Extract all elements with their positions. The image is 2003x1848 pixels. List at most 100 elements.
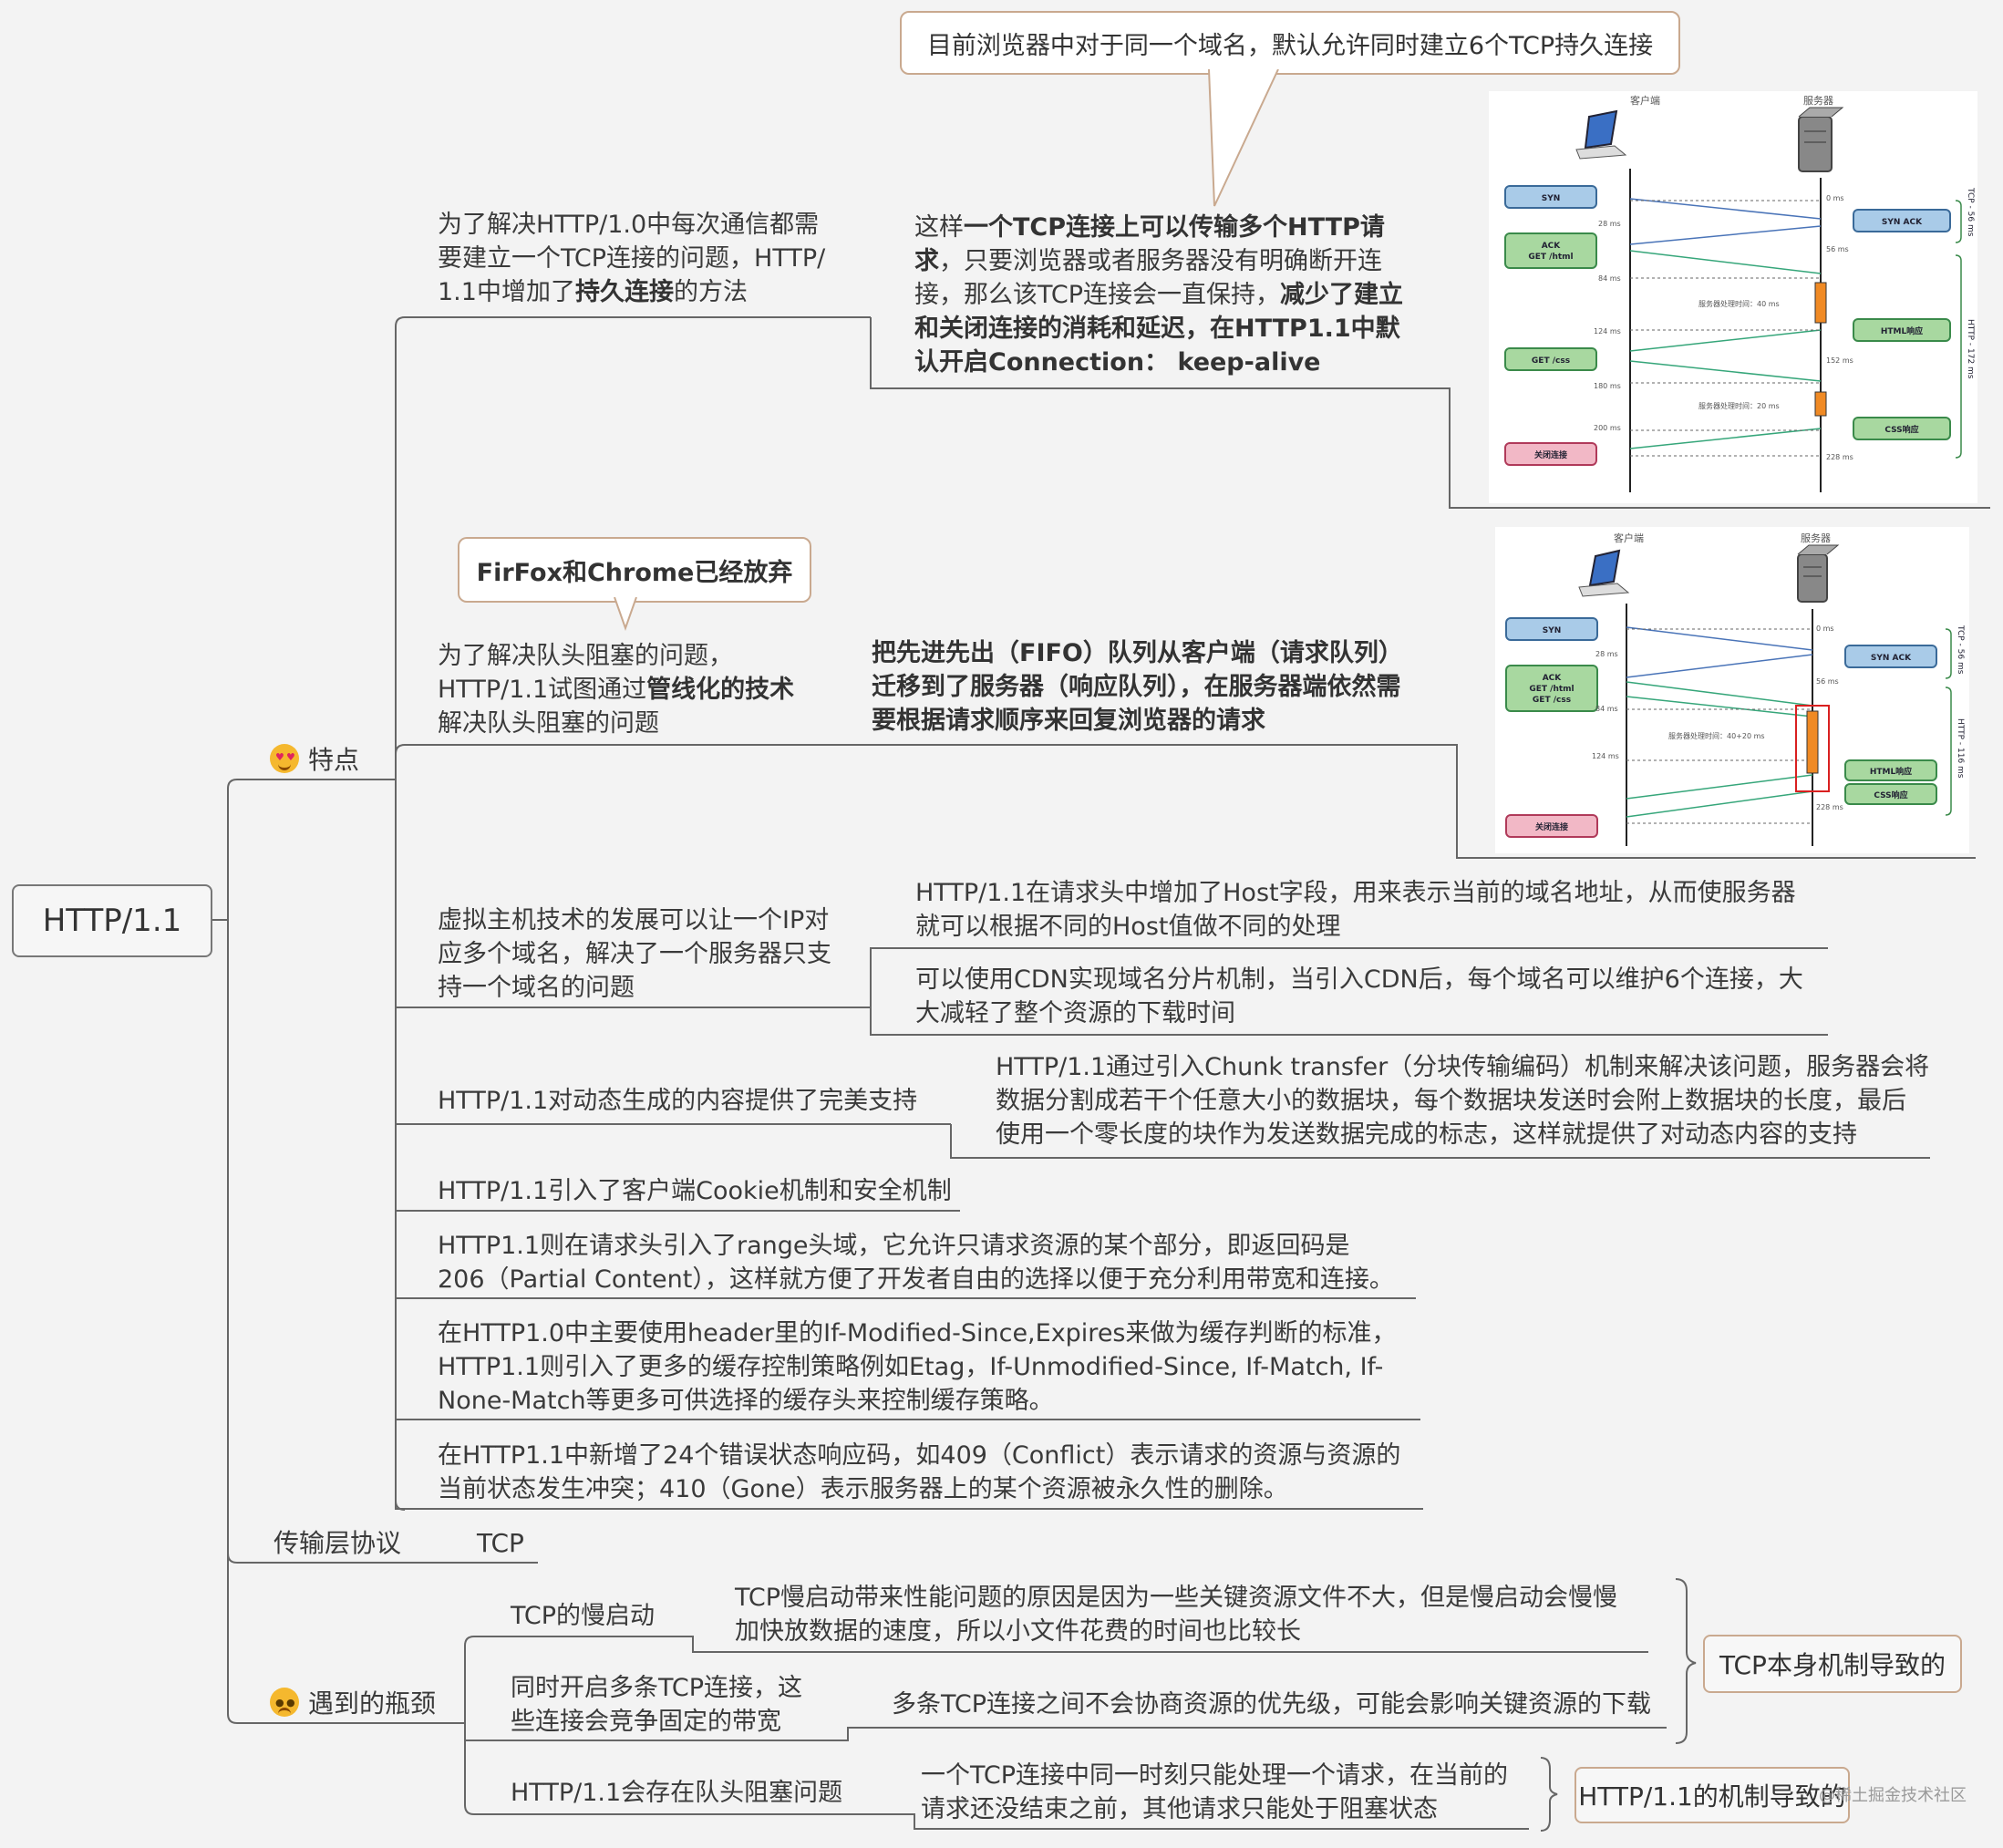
pipelining-diagram-svg: 客户端 服务器 SYN SYN ACK ACK GET /html GET /c… bbox=[1505, 532, 1965, 846]
d2-synack: SYN ACK bbox=[1871, 654, 1912, 663]
callout-six-connections: 目前浏览器中对于同一个域名，默认允许同时建立6个TCP持久连接 bbox=[900, 11, 1680, 75]
d2-server-label: 服务器 bbox=[1801, 532, 1831, 544]
hol-blocking-detail: 一个TCP连接中同一时刻只能处理一个请求，在当前的 请求还没结束之前，其他请求只… bbox=[921, 1759, 1508, 1826]
d2-tcp: TCP - 56 ms bbox=[1956, 625, 1965, 675]
slow-start-label: TCP的慢启动 bbox=[511, 1602, 656, 1630]
transport-node[interactable]: 传输层协议 bbox=[274, 1526, 401, 1560]
d2-proc: 服务器处理时间：40+20 ms bbox=[1668, 731, 1765, 740]
callout-browsers-abandoned: FirFox和Chrome已经放弃 bbox=[458, 537, 811, 603]
d1-tr-2: 152 ms bbox=[1826, 356, 1853, 365]
virtual-host-node[interactable]: 虚拟主机技术的发展可以让一个IP对 应多个域名，解决了一个服务器只支 持一个域名… bbox=[438, 903, 831, 1005]
persistent-detail-line-2: 求，只要浏览器或者服务器没有明确断开连 bbox=[914, 244, 1403, 278]
cookie-node[interactable]: HTTP/1.1引入了客户端Cookie机制和安全机制 bbox=[438, 1174, 952, 1208]
status-line-2: 当前状态发生冲突；410（Gone）表示服务器上的某个资源被永久性的删除。 bbox=[438, 1475, 1288, 1503]
persistent-line-1: 为了解决HTTP/1.0中每次通信都需 bbox=[438, 211, 820, 239]
slow-start-line-1: TCP慢启动带来性能问题的原因是因为一些关键资源文件不大，但是慢启动会慢慢 bbox=[735, 1584, 1618, 1612]
tag-http-mechanism-text: HTTP/1.1的机制导致的 bbox=[1578, 1781, 1846, 1812]
d1-ack: ACK bbox=[1542, 242, 1562, 251]
persistent-diagram-svg: 客户端 服务器 SYN SYN ACK ACK GET /html HTML响应 bbox=[1504, 94, 1975, 492]
features-label: 特点 bbox=[308, 745, 360, 775]
bottleneck-node[interactable]: ●●遇到的瓶颈 bbox=[270, 1687, 436, 1720]
d1-tl-0: 28 ms bbox=[1598, 220, 1621, 228]
persistent-detail-line-1: 这样一个TCP连接上可以传输多个HTTP请 bbox=[914, 211, 1403, 244]
vhost-line-2: 应多个域名，解决了一个服务器只支 bbox=[438, 940, 831, 968]
range-node[interactable]: HTTP1.1则在请求头引入了range头域，它允许只请求资源的某个部分，即返回… bbox=[438, 1229, 1394, 1296]
dynamic-content-node[interactable]: HTTP/1.1对动态生成的内容提供了完美支持 bbox=[438, 1084, 917, 1118]
pipeline-line-1: 为了解决队头阻塞的问题， bbox=[438, 642, 733, 670]
d1-tl-3: 180 ms bbox=[1594, 382, 1621, 390]
persistent-line-3: 1.1中增加了持久连接的方法 bbox=[438, 275, 825, 309]
persistent-detail-line-5: 认开启Connection： keep-alive bbox=[914, 346, 1403, 379]
cdn-detail: 可以使用CDN实现域名分片机制，当引入CDN后，每个域名可以维护6个连接，大 大… bbox=[915, 963, 1803, 1030]
range-line-2: 206（Partial Content），这样就方便了开发者自由的选择以便于充分… bbox=[438, 1265, 1394, 1294]
d2-tr-2: 228 ms bbox=[1816, 803, 1843, 811]
cache-node[interactable]: 在HTTP1.0中主要使用header里的If-Modified-Since,E… bbox=[438, 1316, 1397, 1418]
multi-conn-line-1: 同时开启多条TCP连接，这 bbox=[511, 1674, 803, 1702]
d1-close: 关闭连接 bbox=[1534, 449, 1567, 460]
persistent-detail-line-3: 接，那么该TCP连接会一直保持，减少了建立 bbox=[914, 278, 1403, 312]
persistent-detail-2a: 求 bbox=[914, 247, 939, 275]
persistent-detail-1b: 一个TCP连接上可以传输多个HTTP请 bbox=[964, 213, 1385, 242]
pipeline-detail-3: 要根据请求顺序来回复浏览器的请求 bbox=[872, 707, 1265, 735]
d2-gethtml: GET /html bbox=[1529, 685, 1574, 694]
heart-eyes-emoji-icon: ♥♥ bbox=[270, 744, 299, 773]
d1-getcss: GET /css bbox=[1532, 356, 1570, 366]
status-codes-node[interactable]: 在HTTP1.1中新增了24个错误状态响应码，如409（Conflict）表示请… bbox=[438, 1439, 1400, 1506]
d1-css: CSS响应 bbox=[1884, 424, 1918, 435]
persistent-connection-diagram: 客户端 服务器 SYN SYN ACK ACK GET /html HTML响应 bbox=[1489, 91, 1977, 503]
hol-line-1: 一个TCP连接中同一时刻只能处理一个请求，在当前的 bbox=[921, 1761, 1509, 1790]
callout-pointer bbox=[1208, 69, 1279, 207]
chunk-transfer-detail: HTTP/1.1通过引入Chunk transfer（分块传输编码）机制来解决该… bbox=[996, 1050, 1929, 1151]
cookie-label: HTTP/1.1引入了客户端Cookie机制和安全机制 bbox=[438, 1177, 952, 1205]
transport-value-text: TCP bbox=[477, 1528, 524, 1558]
cdn-line-2: 大减轻了整个资源的下载时间 bbox=[915, 999, 1235, 1027]
multi-connection-node[interactable]: 同时开启多条TCP连接，这 些连接会竞争固定的带宽 bbox=[511, 1671, 802, 1739]
persistent-line-2: 要建立一个TCP连接的问题，HTTP/ bbox=[438, 244, 826, 273]
server-icon-2 bbox=[1797, 544, 1840, 603]
pipeline-line-2a: HTTP/1.1试图通过 bbox=[438, 676, 647, 704]
callout-six-connections-text: 目前浏览器中对于同一个域名，默认允许同时建立6个TCP持久连接 bbox=[926, 31, 1654, 60]
d1-html: HTML响应 bbox=[1881, 325, 1923, 336]
persistent-detail-4: 和关闭连接的消耗和延迟，在HTTP1.1中默 bbox=[914, 315, 1400, 343]
d2-html: HTML响应 bbox=[1870, 766, 1912, 777]
hol-blocking-node[interactable]: HTTP/1.1会存在队头阻塞问题 bbox=[511, 1776, 842, 1810]
slow-start-line-2: 加快放数据的速度，所以小文件花费的时间也比较长 bbox=[735, 1617, 1301, 1646]
watermark-text: @稀土掘金技术社区 bbox=[1819, 1786, 1967, 1805]
pipeline-line-2: HTTP/1.1试图通过管线化的技术 bbox=[438, 673, 794, 707]
vhost-line-3: 持一个域名的问题 bbox=[438, 974, 635, 1002]
pipeline-detail: 把先进先出（FIFO）队列从客户端（请求队列） 迁移到了服务器（响应队列），在服… bbox=[872, 636, 1403, 738]
hol-line-2: 请求还没结束之前，其他请求只能处于阻塞状态 bbox=[921, 1795, 1438, 1823]
d2-http: HTTP - 116 ms bbox=[1956, 718, 1965, 779]
persistent-detail: 这样一个TCP连接上可以传输多个HTTP请 求，只要浏览器或者服务器没有明确断开… bbox=[914, 211, 1403, 379]
features-node[interactable]: ♥♥ 特点 bbox=[270, 743, 359, 777]
d2-client-label: 客户端 bbox=[1614, 532, 1644, 544]
sad-face-emoji-icon: ●● bbox=[270, 1688, 299, 1717]
chunk-line-2: 数据分割成若干个任意大小的数据块，每个数据块发送时会附上数据块的长度，最后 bbox=[996, 1087, 1906, 1115]
pipeline-node[interactable]: 为了解决队头阻塞的问题， HTTP/1.1试图通过管线化的技术 解决队头阻塞的问… bbox=[438, 639, 794, 740]
d1-client-label: 客户端 bbox=[1630, 94, 1660, 107]
tag-tcp-mechanism[interactable]: TCP本身机制导致的 bbox=[1703, 1635, 1962, 1693]
d1-tr-1: 56 ms bbox=[1826, 245, 1849, 253]
pipeline-detail-1: 把先进先出（FIFO）队列从客户端（请求队列） bbox=[872, 639, 1403, 667]
server-icon bbox=[1798, 107, 1844, 172]
d1-tl-1: 84 ms bbox=[1598, 274, 1621, 283]
persistent-detail-5: 认开启Connection： keep-alive bbox=[914, 348, 1321, 377]
persistent-detail-1a: 这样 bbox=[914, 213, 964, 242]
d1-synack: SYN ACK bbox=[1882, 218, 1923, 227]
chunk-line-1: HTTP/1.1通过引入Chunk transfer（分块传输编码）机制来解决该… bbox=[996, 1053, 1930, 1081]
persistent-connection-node[interactable]: 为了解决HTTP/1.0中每次通信都需 要建立一个TCP连接的问题，HTTP/ … bbox=[438, 208, 825, 309]
range-line-1: HTTP1.1则在请求头引入了range头域，它允许只请求资源的某个部分，即返回… bbox=[438, 1232, 1350, 1260]
transport-value[interactable]: TCP bbox=[477, 1526, 524, 1560]
tag-tcp-mechanism-text: TCP本身机制导致的 bbox=[1719, 1650, 1946, 1680]
d1-tcp: TCP - 56 ms bbox=[1966, 187, 1975, 237]
d1-tl-2: 124 ms bbox=[1594, 327, 1621, 336]
tag-http-mechanism[interactable]: HTTP/1.1的机制导致的 bbox=[1575, 1767, 1850, 1823]
d1-tr-0: 0 ms bbox=[1826, 194, 1844, 202]
root-node[interactable]: HTTP/1.1 bbox=[12, 884, 212, 957]
persistent-line-3a: 1.1中增加了 bbox=[438, 278, 575, 306]
dynamic-content-label: HTTP/1.1对动态生成的内容提供了完美支持 bbox=[438, 1087, 918, 1115]
d1-tl-4: 200 ms bbox=[1594, 424, 1621, 432]
slow-start-node[interactable]: TCP的慢启动 bbox=[511, 1599, 655, 1633]
transport-label: 传输层协议 bbox=[274, 1528, 402, 1558]
